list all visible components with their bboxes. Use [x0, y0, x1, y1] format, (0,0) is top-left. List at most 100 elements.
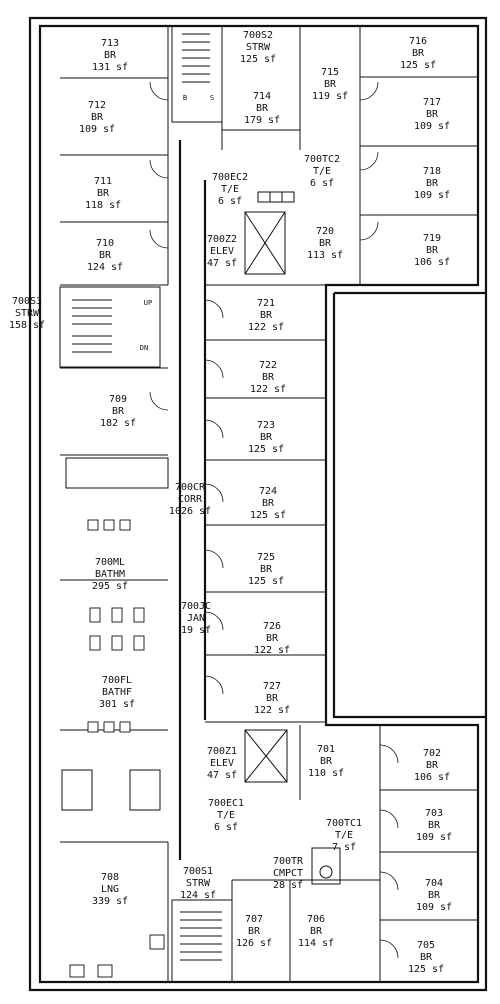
stair-down-label: DN — [140, 344, 148, 352]
svg-text:BR: BR — [260, 564, 273, 575]
svg-text:715: 715 — [321, 67, 339, 78]
svg-text:124 sf: 124 sf — [180, 890, 216, 901]
svg-text:712: 712 — [88, 100, 106, 111]
svg-text:700TC1: 700TC1 — [326, 818, 362, 829]
svg-text:700TR: 700TR — [273, 856, 304, 867]
exterior-walls — [28, 16, 488, 992]
svg-text:122 sf: 122 sf — [250, 384, 286, 395]
svg-text:125 sf: 125 sf — [248, 576, 284, 587]
svg-text:STRW: STRW — [15, 308, 40, 319]
svg-text:T/E: T/E — [313, 166, 331, 177]
svg-text:6 sf: 6 sf — [214, 822, 238, 833]
svg-text:BR: BR — [99, 250, 112, 261]
svg-text:BR: BR — [97, 188, 110, 199]
svg-text:122 sf: 122 sf — [248, 322, 284, 333]
svg-text:700CR: 700CR — [175, 482, 206, 493]
svg-text:700EC1: 700EC1 — [208, 798, 244, 809]
svg-text:109 sf: 109 sf — [414, 121, 450, 132]
svg-text:109 sf: 109 sf — [416, 902, 452, 913]
svg-text:ELEV: ELEV — [210, 758, 234, 769]
svg-text:700ML: 700ML — [95, 557, 125, 568]
svg-text:724: 724 — [259, 486, 277, 497]
svg-text:BR: BR — [256, 103, 269, 114]
svg-text:721: 721 — [257, 298, 275, 309]
svg-text:BR: BR — [262, 498, 275, 509]
svg-text:JAN: JAN — [187, 613, 205, 624]
svg-text:BR: BR — [260, 432, 273, 443]
door-swings — [149, 81, 399, 959]
stair-up-label: UP — [144, 299, 152, 307]
svg-text:BATHF: BATHF — [102, 687, 132, 698]
svg-text:182 sf: 182 sf — [100, 418, 136, 429]
svg-text:7 sf: 7 sf — [332, 842, 356, 853]
svg-text:28 sf: 28 sf — [273, 880, 303, 891]
svg-text:295 sf: 295 sf — [92, 581, 128, 592]
svg-text:125 sf: 125 sf — [408, 964, 444, 975]
svg-text:703: 703 — [425, 808, 443, 819]
svg-text:125 sf: 125 sf — [400, 60, 436, 71]
svg-text:700Z1: 700Z1 — [207, 746, 237, 757]
svg-text:122 sf: 122 sf — [254, 705, 290, 716]
svg-text:713: 713 — [101, 38, 119, 49]
svg-text:19 sf: 19 sf — [181, 625, 211, 636]
svg-text:709: 709 — [109, 394, 127, 405]
svg-text:705: 705 — [417, 940, 435, 951]
bath-fixtures — [69, 519, 165, 978]
svg-text:BR: BR — [324, 79, 337, 90]
svg-text:725: 725 — [257, 552, 275, 563]
svg-text:722: 722 — [259, 360, 277, 371]
svg-text:727: 727 — [263, 681, 281, 692]
svg-text:LNG: LNG — [101, 884, 119, 895]
svg-text:BR: BR — [426, 760, 439, 771]
svg-text:114 sf: 114 sf — [298, 938, 334, 949]
svg-text:700TC2: 700TC2 — [304, 154, 340, 165]
svg-text:125 sf: 125 sf — [240, 54, 276, 65]
svg-text:119 sf: 119 sf — [312, 91, 348, 102]
svg-text:109 sf: 109 sf — [79, 124, 115, 135]
svg-text:T/E: T/E — [335, 830, 353, 841]
svg-text:BR: BR — [412, 48, 425, 59]
stair-markers: UP DN B S — [140, 94, 214, 352]
svg-text:106 sf: 106 sf — [414, 257, 450, 268]
svg-text:BR: BR — [428, 890, 441, 901]
svg-text:716: 716 — [409, 36, 427, 47]
svg-text:BR: BR — [426, 178, 439, 189]
svg-text:707: 707 — [245, 914, 263, 925]
svg-text:47 sf: 47 sf — [207, 770, 237, 781]
svg-text:BR: BR — [426, 109, 439, 120]
svg-text:CMPCT: CMPCT — [273, 868, 303, 879]
svg-text:6 sf: 6 sf — [218, 196, 242, 207]
svg-text:BR: BR — [310, 926, 323, 937]
svg-text:723: 723 — [257, 420, 275, 431]
svg-text:47 sf: 47 sf — [207, 258, 237, 269]
svg-text:126 sf: 126 sf — [236, 938, 272, 949]
svg-text:717: 717 — [423, 97, 441, 108]
